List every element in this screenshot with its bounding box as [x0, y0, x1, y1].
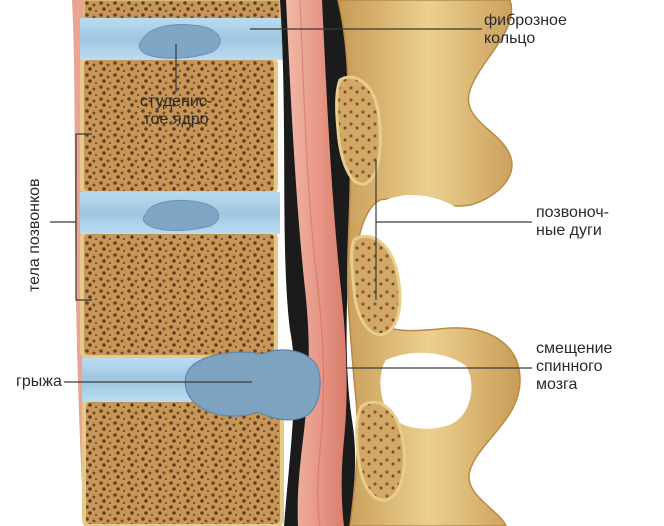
label-cord-line2: спинного [536, 358, 612, 376]
label-cord-displacement: смещение спинного мозга [536, 340, 612, 394]
label-annulus-line2: кольцо [484, 30, 567, 48]
label-vertebral-bodies: тела позвонков [26, 178, 44, 292]
label-cord-line3: мозга [536, 376, 612, 394]
label-annulus-line1: фиброзное [484, 12, 567, 30]
label-cord-line1: смещение [536, 340, 612, 358]
label-arches-line2: ные дуги [536, 222, 609, 240]
label-nucleus: студенис- тое ядро [126, 93, 226, 129]
label-nucleus-line2: тое ядро [126, 111, 226, 129]
label-hernia: грыжа [16, 373, 62, 391]
label-arches-line1: позвоноч- [536, 204, 609, 222]
vertebral-arches [337, 0, 520, 526]
label-nucleus-line1: студенис- [126, 93, 226, 111]
label-annulus: фиброзное кольцо [484, 12, 567, 48]
vertebral-bodies [82, 0, 282, 526]
label-vertebral-arches: позвоноч- ные дуги [536, 204, 609, 240]
disc-herniation [185, 350, 320, 420]
